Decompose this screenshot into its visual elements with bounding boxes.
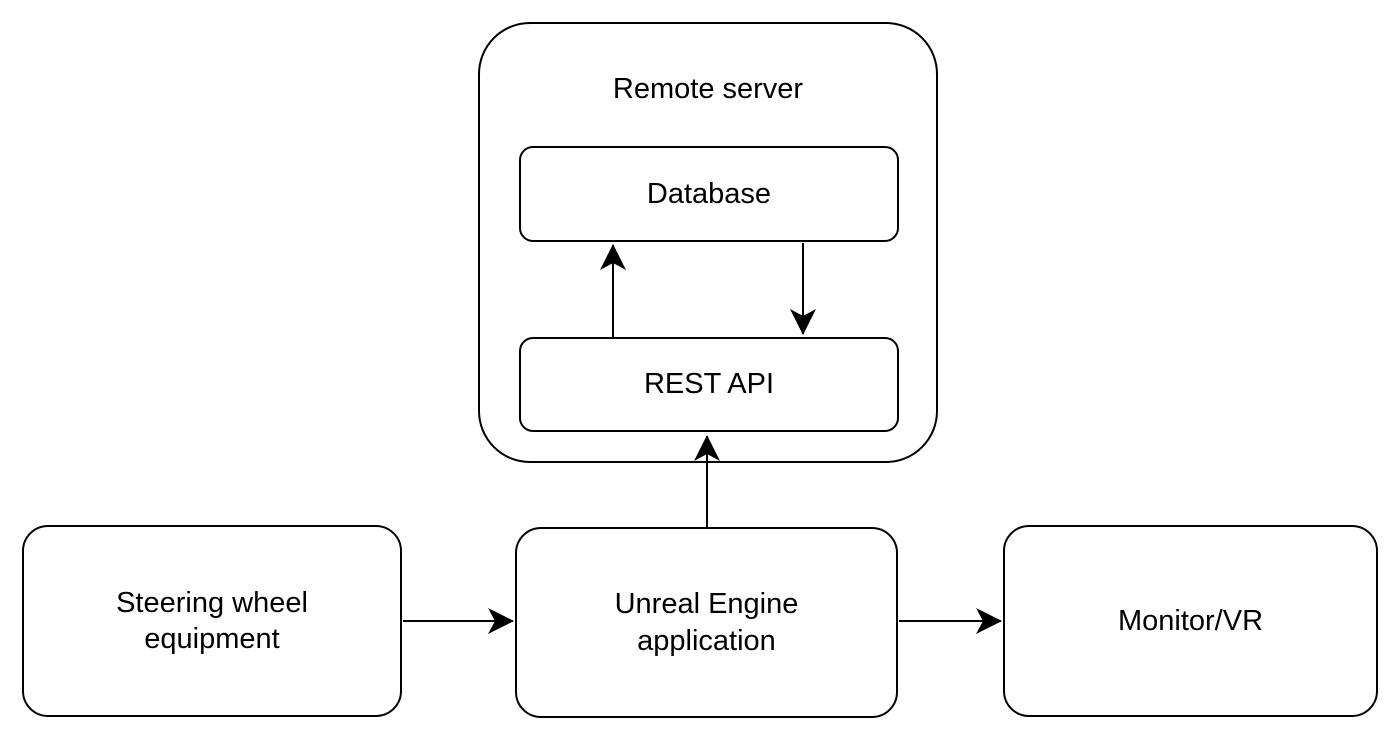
node-rest-api: REST API — [519, 337, 899, 432]
monitor-vr-label: Monitor/VR — [1117, 604, 1264, 637]
database-label: Database — [646, 177, 772, 210]
node-unreal-engine-application: Unreal Engine application — [515, 527, 898, 718]
node-database: Database — [519, 146, 899, 242]
node-steering-wheel-equipment: Steering wheel equipment — [22, 525, 402, 717]
rest-api-label: REST API — [643, 368, 775, 401]
remote-server-label: Remote server — [612, 73, 804, 105]
unreal-engine-application-label: Unreal Engine application — [614, 588, 799, 657]
steering-wheel-equipment-label: Steering wheel equipment — [116, 586, 308, 655]
node-monitor-vr: Monitor/VR — [1003, 525, 1378, 717]
